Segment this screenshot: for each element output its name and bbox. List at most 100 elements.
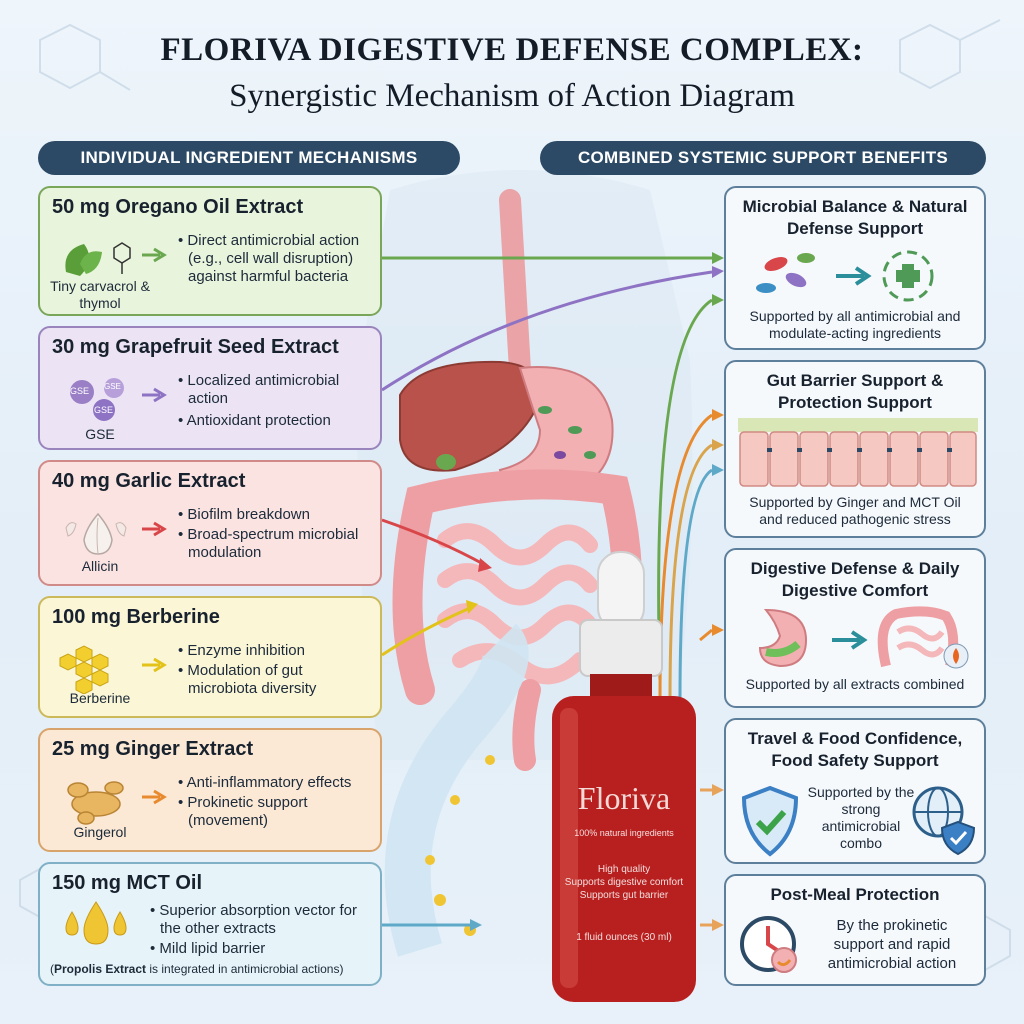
page-subtitle: Synergistic Mechanism of Action Diagram [229, 78, 795, 114]
gallbladder [436, 454, 456, 470]
arrow-right-icon [142, 247, 167, 263]
ingredient-bullets: Anti-inflammatory effects Prokinetic sup… [178, 774, 372, 830]
benefit-title: Post-Meal Protection [770, 885, 940, 904]
benefit-card-microbial-balance: Microbial Balance & Natural Defense Supp… [724, 186, 986, 350]
bullet: Superior absorption vector for the other… [150, 902, 372, 938]
esophagus [499, 189, 531, 381]
bullet: Direct antimicrobial action (e.g., cell … [178, 232, 372, 286]
footnote-bold: Propolis Extract [54, 962, 147, 976]
arrow-right-icon [142, 657, 167, 673]
bullet: Localized antimicrobial action [178, 372, 372, 408]
ingredient-card-garlic: 40 mg Garlic Extract Allicin Biofilm bre… [38, 460, 382, 586]
benefit-text: Supported by all antimicrobial and modul… [749, 308, 961, 341]
arrow-grapefruit [381, 270, 713, 392]
berberine-hexagon-icon [59, 645, 109, 694]
bullet: Anti-inflammatory effects [178, 774, 372, 792]
arrow-combined-4 [678, 468, 713, 701]
arrow-combined-1 [657, 298, 713, 681]
gse-molecules-icon [70, 378, 124, 421]
shield-check-icon [741, 785, 799, 857]
ingredient-card-oregano: 50 mg Oregano Oil Extract Tiny carvacrol… [38, 186, 382, 316]
ingredient-bullets: Biofilm breakdown Broad-spectrum microbi… [178, 506, 372, 562]
dropper-bottle [552, 551, 696, 1002]
ingredient-bullets: Localized antimicrobial action Antioxida… [178, 372, 372, 430]
bottle-claim-3: Supports gut barrier [579, 890, 669, 901]
gse-label-1: GSE [70, 386, 90, 396]
ingredient-card-berberine: 100 mg Berberine Berberine Enzyme inhibi… [38, 596, 382, 718]
ingredient-title: 50 mg Oregano Oil Extract [52, 196, 304, 218]
absorption-stream [384, 623, 529, 957]
arrow-combined-5 [699, 628, 713, 642]
bacteria-to-balance-icon [756, 250, 934, 302]
ingredient-card-mct-oil: 150 mg MCT Oil Superior absorption vecto… [38, 862, 382, 986]
ingredient-card-grapefruit: 30 mg Grapefruit Seed Extract GSE GSE GS… [38, 326, 382, 450]
ingredient-title: 25 mg Ginger Extract [52, 738, 254, 760]
ingredient-title: 30 mg Grapefruit Seed Extract [52, 336, 339, 358]
arrow-berberine [381, 606, 471, 657]
bullet: Broad-spectrum microbial modulation [178, 526, 372, 562]
bullet: Prokinetic support (movement) [178, 794, 372, 830]
ingredient-caption: Allicin [81, 558, 119, 574]
left-section-header: INDIVIDUAL INGREDIENT MECHANISMS [38, 141, 460, 175]
ingredient-caption: Tiny carvacrol & thymol [50, 278, 150, 311]
globe-shield-icon [912, 786, 976, 856]
bottle-neck [590, 674, 652, 700]
ingredient-bullets: Enzyme inhibition Modulation of gut micr… [178, 642, 372, 698]
bullet: Modulation of gut microbiota diversity [178, 662, 372, 698]
bottle-volume: 1 fluid ounces (30 ml) [576, 932, 672, 943]
arrow-right-icon [142, 387, 167, 403]
bottle-glass [552, 696, 696, 1002]
bullet: Biofilm breakdown [178, 506, 372, 524]
gse-label-3: GSE [94, 405, 114, 415]
bottle-claim-2: Supports digestive comfort [564, 877, 684, 888]
ginger-root-icon [67, 781, 124, 825]
ingredient-bullets: Superior absorption vector for the other… [150, 902, 372, 958]
ingredient-title: 40 mg Garlic Extract [52, 470, 246, 492]
benefit-text: Supported by the strong antimicrobial co… [807, 784, 915, 851]
benefit-card-digestive-comfort: Digestive Defense & Daily Digestive Comf… [724, 548, 986, 708]
stomach-to-intestine-icon [758, 606, 969, 669]
benefit-title: Microbial Balance & Natural Defense Supp… [742, 197, 968, 238]
garlic-icon [65, 512, 127, 555]
benefit-card-post-meal-protection: Post-Meal Protection By the prokinetic s… [724, 874, 986, 986]
ingredient-caption: GSE [85, 426, 115, 442]
benefit-title: Gut Barrier Support & Protection Support [766, 371, 944, 412]
arrow-right-icon [142, 789, 167, 805]
bullet: Antioxidant protection [178, 412, 372, 430]
ingredient-caption: Gingerol [73, 824, 127, 840]
bottle-cap-bulb [597, 551, 645, 631]
oil-drops-icon [65, 901, 127, 945]
bullet: Mild lipid barrier [150, 940, 372, 958]
gse-label-2: GSE [104, 382, 121, 391]
arrow-combined-3 [668, 443, 713, 701]
benefit-title: Digestive Defense & Daily Digestive Comf… [750, 559, 960, 600]
bullet: Enzyme inhibition [178, 642, 372, 660]
benefit-card-gut-barrier: Gut Barrier Support & Protection Support… [724, 360, 986, 538]
gut-barrier-cells-icon [738, 418, 978, 487]
bottle-brand: Floriva [577, 780, 671, 816]
ingredient-caption: Berberine [69, 690, 131, 706]
ingredient-title: 150 mg MCT Oil [52, 872, 203, 894]
arrow-garlic [381, 518, 486, 567]
benefit-text: Supported by all extracts combined [745, 676, 965, 692]
liver [399, 360, 542, 472]
bottle-claim-1: High quality [597, 864, 651, 875]
oregano-leaf-icon [65, 242, 131, 276]
bottle-cap-collar [579, 619, 663, 677]
page-title: FLORIVA DIGESTIVE DEFENSE COMPLEX: [160, 32, 864, 68]
propolis-footnote: (Propolis Extract is integrated in antim… [50, 962, 344, 976]
bottle-tagline: 100% natural ingredients [574, 828, 674, 838]
clock-stomach-icon [740, 916, 797, 973]
arrow-right-icon [142, 521, 167, 537]
footnote-rest: is integrated in antimicrobial actions) [146, 962, 344, 976]
benefit-text: By the prokinetic support and rapid anti… [827, 917, 957, 972]
benefit-title: Travel & Food Confidence, Food Safety Su… [747, 729, 963, 770]
ingredient-bullets: Direct antimicrobial action (e.g., cell … [178, 232, 372, 286]
benefit-text: Supported by Ginger and MCT Oil and redu… [749, 494, 961, 527]
bacteria-dots [538, 406, 596, 459]
ingredient-title: 100 mg Berberine [52, 606, 220, 628]
benefit-card-travel-food-confidence: Travel & Food Confidence, Food Safety Su… [724, 718, 986, 864]
ingredient-card-ginger: 25 mg Ginger Extract Gingerol Anti-infla… [38, 728, 382, 852]
right-section-header: COMBINED SYSTEMIC SUPPORT BENEFITS [540, 141, 986, 175]
